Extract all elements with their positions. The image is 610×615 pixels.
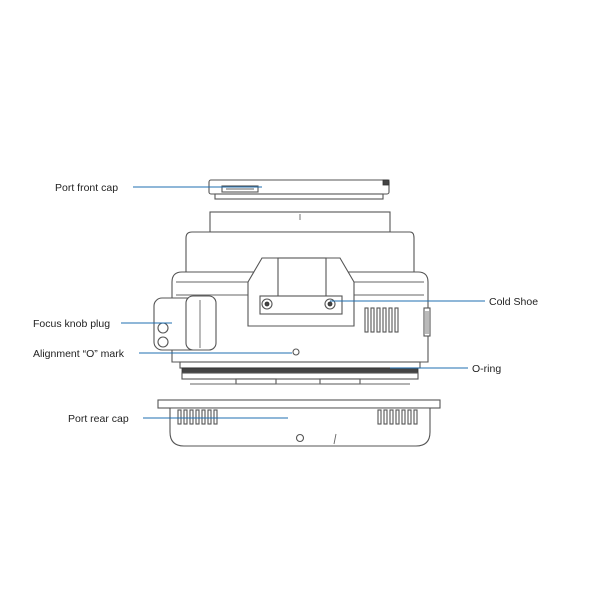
vent-slots-left [177,409,218,425]
port-front-cap [208,179,390,200]
alignment-o-mark [292,348,300,356]
label-port-front-cap: Port front cap [55,182,119,194]
label-port-rear-cap: Port rear cap [68,413,129,425]
port-rear-cap [157,399,441,447]
o-ring [179,361,421,385]
label-alignment-mark: Alignment “O” mark [33,348,125,360]
vent-slots-rear-right [377,409,418,425]
focus-knob-plug [153,295,217,351]
label-cold-shoe: Cold Shoe [489,296,539,308]
label-o-ring: O-ring [472,363,502,375]
cold-shoe [247,257,355,327]
port-body [171,211,431,363]
vent-slots-right [364,307,399,333]
label-focus-knob-plug: Focus knob plug [33,318,111,330]
